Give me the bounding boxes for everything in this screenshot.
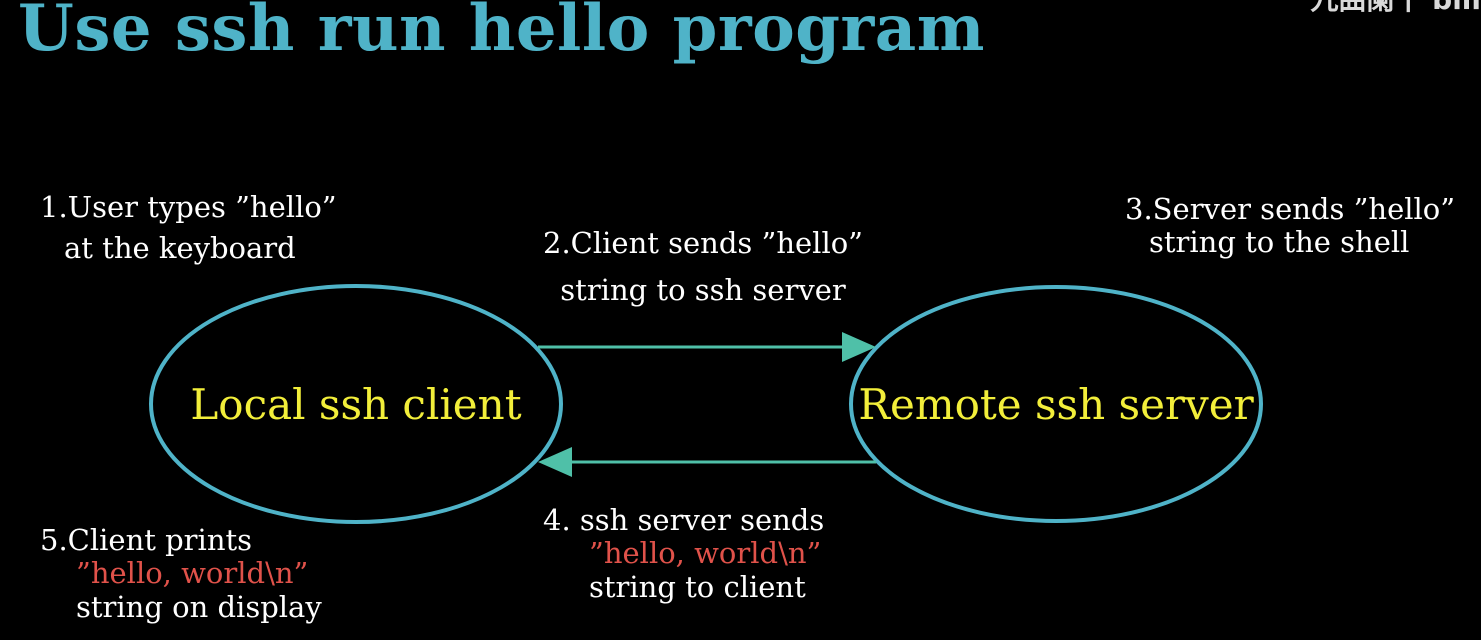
client-node-label: Local ssh client	[190, 380, 521, 429]
step-3-note: 3.Server sends ”hello” string to the she…	[1125, 192, 1456, 260]
arrow-server-to-client	[538, 447, 876, 477]
step-2-line-1: 2.Client sends ”hello”	[543, 226, 864, 260]
step-3-line-2: string to the shell	[1149, 225, 1410, 260]
step-1-line-1: 1.User types ”hello”	[40, 190, 337, 224]
step-1-note: 1.User types ”hello” at the keyboard	[40, 190, 337, 266]
step-1-line-2: at the keyboard	[64, 231, 296, 266]
step-4-line-2: ”hello, world\n”	[589, 536, 822, 571]
page-title: Use ssh run hello program	[18, 0, 985, 66]
server-node-ellipse	[849, 285, 1263, 523]
step-5-note: 5.Client prints ”hello, world\n” string …	[40, 523, 322, 624]
step-2-line-2: string to ssh server	[560, 273, 846, 308]
step-4-line-1: 4. ssh server sends	[543, 503, 825, 537]
step-5-line-3: string on display	[76, 589, 322, 624]
step-2-note: 2.Client sends ”hello” string to ssh ser…	[543, 226, 864, 308]
watermark-logo: 九曲阑干 bili	[1310, 0, 1481, 14]
arrow-client-to-server	[538, 332, 876, 362]
step-5-line-2: ”hello, world\n”	[76, 556, 309, 591]
server-node-label: Remote ssh server	[858, 380, 1254, 429]
step-4-note: 4. ssh server sends ”hello, world\n” str…	[543, 503, 825, 604]
step-4-line-3: string to client	[589, 569, 806, 604]
client-node-ellipse	[149, 284, 563, 524]
step-5-line-1: 5.Client prints	[40, 523, 253, 557]
step-3-line-1: 3.Server sends ”hello”	[1125, 192, 1456, 226]
